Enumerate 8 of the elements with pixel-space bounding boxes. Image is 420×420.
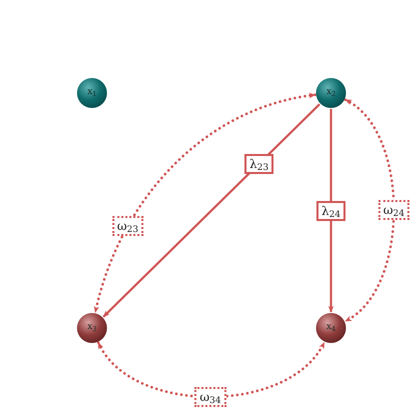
dotted-arrow	[97, 341, 326, 398]
edge-label: ω$_{23}$	[112, 216, 144, 236]
arrow	[328, 109, 334, 313]
edge-label: ω$_{34}$	[194, 386, 226, 407]
dotted-arrow	[344, 98, 396, 322]
edge-label: λ$_{24}$	[316, 200, 346, 220]
edge-label: λ$_{23}$	[244, 154, 274, 174]
edge-label: ω$_{24}$	[378, 200, 410, 220]
